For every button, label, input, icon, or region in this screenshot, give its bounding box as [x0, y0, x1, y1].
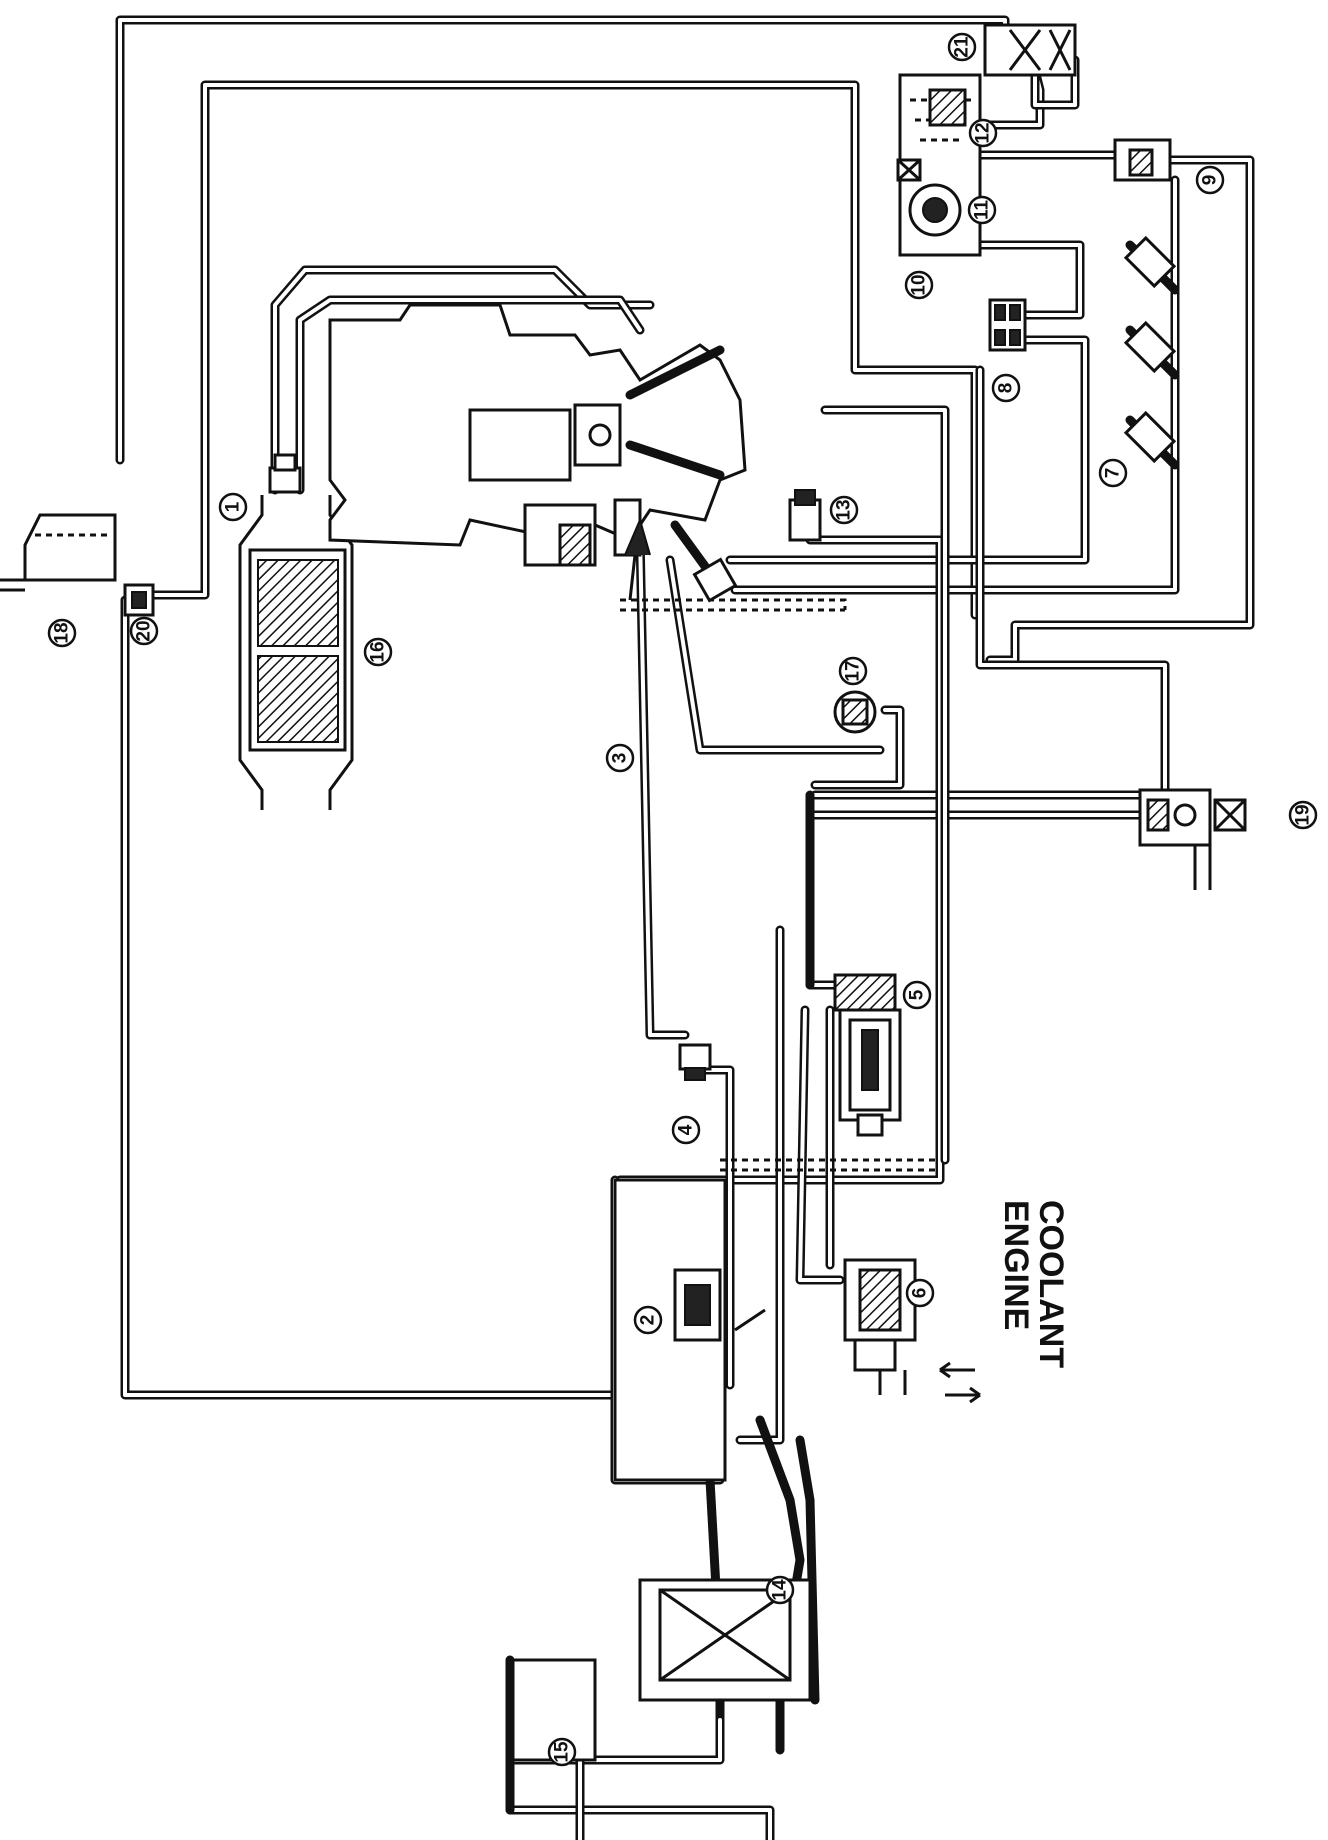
sensor-4 — [678, 1043, 712, 1081]
callout-21: 21 — [947, 32, 977, 62]
temp-sensor-13 — [788, 489, 822, 542]
sensor-3 — [613, 498, 651, 601]
callout-10: 10 — [904, 270, 934, 300]
air-box-15 — [505, 1655, 597, 1815]
engine-block — [328, 303, 747, 567]
oxygen-sensor — [670, 520, 738, 603]
svg-text:14: 14 — [770, 1579, 791, 1601]
callout-16: 16 — [363, 637, 393, 667]
callout-20: 20 — [129, 616, 159, 646]
solenoid-21 — [983, 23, 1077, 77]
svg-text:1: 1 — [223, 501, 244, 512]
svg-text:12: 12 — [973, 122, 994, 143]
hose-network — [115, 15, 1255, 1840]
callout-17: 17 — [838, 656, 868, 686]
callout-2: 2 — [633, 1305, 663, 1335]
valve-19 — [1138, 788, 1247, 890]
callout-9: 9 — [1195, 165, 1225, 195]
callout-12: 12 — [968, 118, 998, 148]
svg-text:11: 11 — [972, 200, 993, 221]
callout-7: 7 — [1098, 458, 1128, 488]
svg-text:9: 9 — [1200, 175, 1221, 186]
callout-8: 8 — [991, 373, 1021, 403]
svg-text:19: 19 — [1293, 804, 1314, 825]
callout-14: 14 — [765, 1575, 795, 1605]
svg-text:5: 5 — [907, 989, 928, 1000]
svg-text:21: 21 — [952, 36, 973, 58]
callout-11: 11 — [967, 195, 997, 225]
svg-text:4: 4 — [676, 1124, 697, 1135]
catalytic-converter-16 — [238, 495, 354, 810]
reservoir-18 — [0, 513, 117, 592]
callout-3: 3 — [605, 743, 635, 773]
signal-lines — [620, 598, 940, 1172]
callout-19: 19 — [1288, 800, 1318, 830]
callout-5: 5 — [902, 980, 932, 1010]
callout-18: 18 — [47, 618, 77, 648]
svg-text:8: 8 — [996, 383, 1017, 394]
svg-text:3: 3 — [610, 753, 631, 764]
sensor-17 — [833, 690, 877, 734]
svg-text:17: 17 — [843, 660, 864, 681]
svg-text:16: 16 — [368, 641, 389, 662]
engine-label: ENGINE — [997, 1200, 1035, 1330]
svg-text:20: 20 — [134, 620, 155, 641]
connector-8 — [988, 298, 1027, 352]
callout-4: 4 — [671, 1115, 701, 1145]
callout-15: 15 — [547, 1737, 577, 1767]
svg-text:6: 6 — [910, 1288, 931, 1299]
valve-20 — [123, 583, 155, 617]
svg-text:2: 2 — [638, 1315, 659, 1326]
svg-text:18: 18 — [52, 622, 73, 643]
throttle-body-2 — [613, 1178, 766, 1482]
pressure-regulator-9 — [1113, 138, 1172, 182]
fuel-tank-assembly — [896, 73, 982, 257]
engine-coolant-label: ENGINE COOLANT — [939, 1200, 1070, 1404]
coolant-label: COOLANT — [1032, 1200, 1070, 1368]
callout-6: 6 — [905, 1278, 935, 1308]
air-filter-14 — [638, 1578, 812, 1702]
thermostat-valve-6 — [843, 1258, 917, 1395]
sensor-1 — [268, 453, 302, 494]
callout-1: 1 — [218, 492, 248, 522]
solenoid-valve-5 — [833, 973, 902, 1137]
svg-text:7: 7 — [1103, 468, 1124, 479]
callout-13: 13 — [829, 495, 859, 525]
injectors-7 — [1123, 235, 1180, 470]
svg-text:15: 15 — [552, 1741, 573, 1763]
svg-text:10: 10 — [909, 274, 930, 295]
svg-text:13: 13 — [834, 499, 855, 520]
